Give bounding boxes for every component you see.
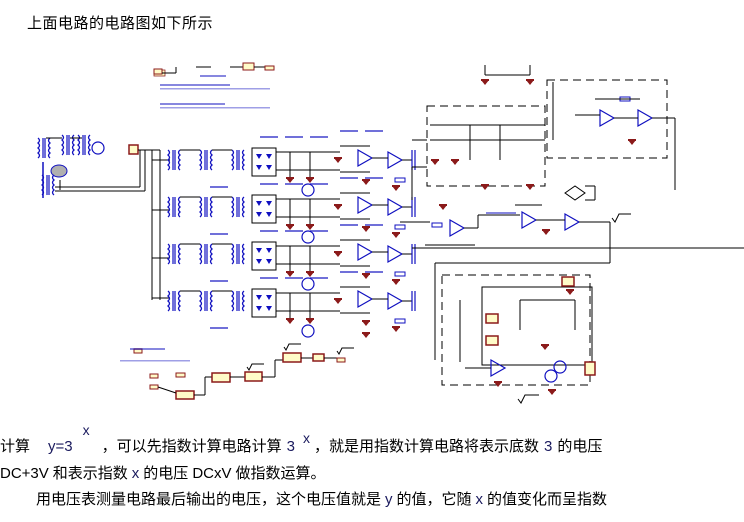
formula-exponent: x xyxy=(82,422,90,438)
text-segment: 做指数运算。 xyxy=(235,464,326,482)
text-segment: ，就是用指数计算电路将表示底数 xyxy=(313,437,539,455)
text-segment: ，可以先指数计算电路计算 xyxy=(101,437,282,455)
variable-y: y xyxy=(385,491,393,508)
text-segment: 的值变化而呈指数 xyxy=(487,490,608,508)
sqrt-chain xyxy=(120,332,371,400)
stage-2 xyxy=(168,177,415,243)
upper-log-block xyxy=(411,65,546,200)
stage-3 xyxy=(168,224,415,290)
text-segment: 的电压 xyxy=(557,437,603,455)
text-segment: 和表示指数 xyxy=(52,464,128,482)
exponent-value: x xyxy=(302,430,310,446)
upper-right-block xyxy=(546,79,676,190)
stage-4 xyxy=(168,271,415,337)
stage-1 xyxy=(168,130,415,196)
middle-chain xyxy=(400,185,744,360)
lower-exp-block xyxy=(441,274,596,404)
text-segment: DC+3V xyxy=(0,465,49,482)
base-value: 3 xyxy=(286,438,295,455)
variable-x: x xyxy=(475,491,484,508)
top-annotations xyxy=(153,62,275,109)
formula-base: y=3 xyxy=(48,438,73,455)
text-segment: DCxV xyxy=(192,465,232,482)
text-segment: 的电压 xyxy=(143,464,189,482)
text-segment: 计算 xyxy=(0,437,31,455)
circuit-schematic xyxy=(37,62,744,404)
section-heading: 上面电路的电路图如下所示 xyxy=(27,14,214,32)
text-segment: 用电压表测量电路最后输出的电压，这个电压值就是 xyxy=(36,490,382,508)
variable-x: x xyxy=(131,465,140,482)
base-value: 3 xyxy=(544,438,553,455)
text-segment: 的值，它随 xyxy=(396,490,472,508)
input-section xyxy=(37,134,160,198)
